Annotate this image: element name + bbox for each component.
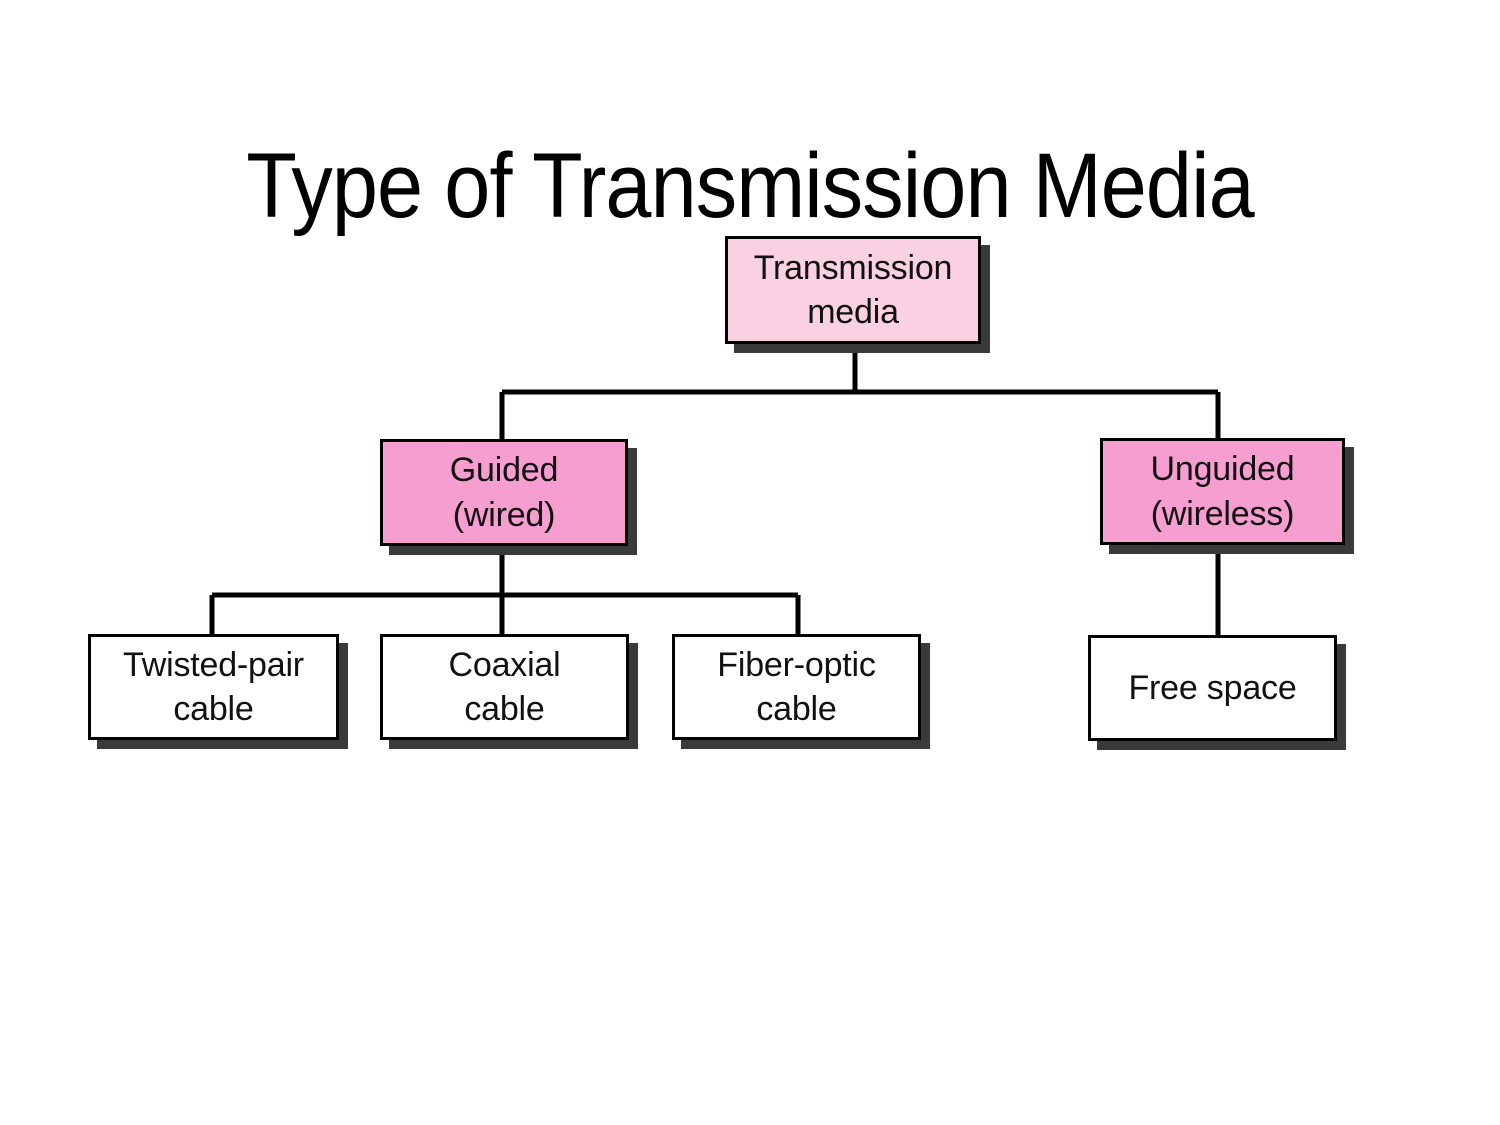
- page-title: Type of Transmission Media: [246, 134, 1254, 237]
- node-label-fiber-optic-cable: Fiber-optic cable: [717, 645, 876, 728]
- node-free-space[interactable]: Free space: [1088, 635, 1337, 741]
- node-unguided-wireless[interactable]: Unguided (wireless): [1100, 438, 1345, 545]
- node-guided-wired[interactable]: Guided (wired): [380, 439, 628, 546]
- node-label-guided-wired: Guided (wired): [449, 451, 559, 534]
- node-label-free-space: Free space: [1128, 668, 1297, 707]
- node-coaxial-cable[interactable]: Coaxial cable: [380, 634, 629, 740]
- node-label-twisted-pair-cable: Twisted-pair cable: [123, 645, 304, 728]
- node-label-unguided-wireless: Unguided (wireless): [1150, 450, 1295, 533]
- node-twisted-pair-cable[interactable]: Twisted-pair cable: [88, 634, 339, 740]
- node-label-coaxial-cable: Coaxial cable: [448, 645, 561, 728]
- node-transmission-media[interactable]: Transmission media: [725, 236, 981, 344]
- node-fiber-optic-cable[interactable]: Fiber-optic cable: [672, 634, 921, 740]
- node-label-transmission-media: Transmission media: [753, 248, 953, 331]
